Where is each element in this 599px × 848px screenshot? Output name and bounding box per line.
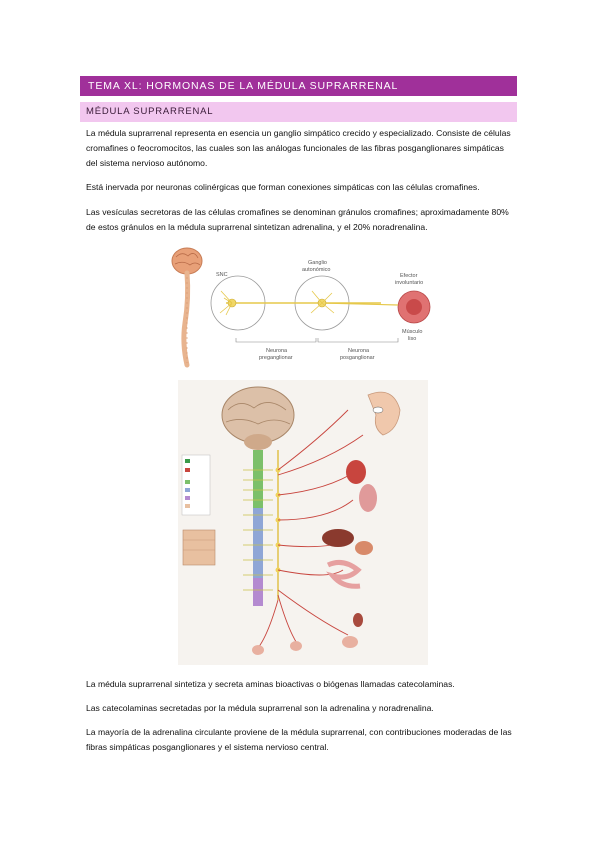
paragraph-5: Las catecolaminas secretadas por la médu…: [86, 703, 434, 713]
efector-label-2: involuntario: [395, 280, 423, 286]
section-title: MÉDULA SUPRARRENAL: [80, 102, 517, 122]
preganglionar-label-1: Neurona: [266, 348, 288, 354]
autonomic-pathway-figure: SNC Ganglio autonómico Efector involunta…: [171, 247, 431, 368]
paragraph-6: La mayoría de la adrenalina circulante p…: [86, 727, 512, 752]
ganglio-label-1: Ganglio: [308, 260, 327, 266]
ganglio-label-2: autonómico: [302, 267, 330, 273]
musculo-label-2: liso: [408, 336, 416, 342]
paragraph-2: Está inervada por neuronas colinérgicas …: [86, 182, 480, 192]
musculo-label-1: Músculo: [402, 329, 422, 335]
preganglionar-label-2: preganglionar: [259, 355, 293, 361]
paragraph-1: La médula suprarrenal representa en esen…: [86, 128, 511, 168]
paragraph-4: La médula suprarrenal sintetiza y secret…: [86, 679, 455, 689]
sympathetic-system-figure: [178, 380, 428, 665]
posganglionar-label-1: Neurona: [348, 348, 370, 354]
paragraph-3: Las vesículas secretoras de las células …: [86, 207, 509, 232]
snc-label: SNC: [216, 272, 228, 278]
posganglionar-label-2: posganglionar: [340, 355, 375, 361]
efector-label-1: Efector: [400, 273, 418, 279]
topic-title: TEMA XL: HORMONAS DE LA MÉDULA SUPRARREN…: [80, 76, 517, 96]
